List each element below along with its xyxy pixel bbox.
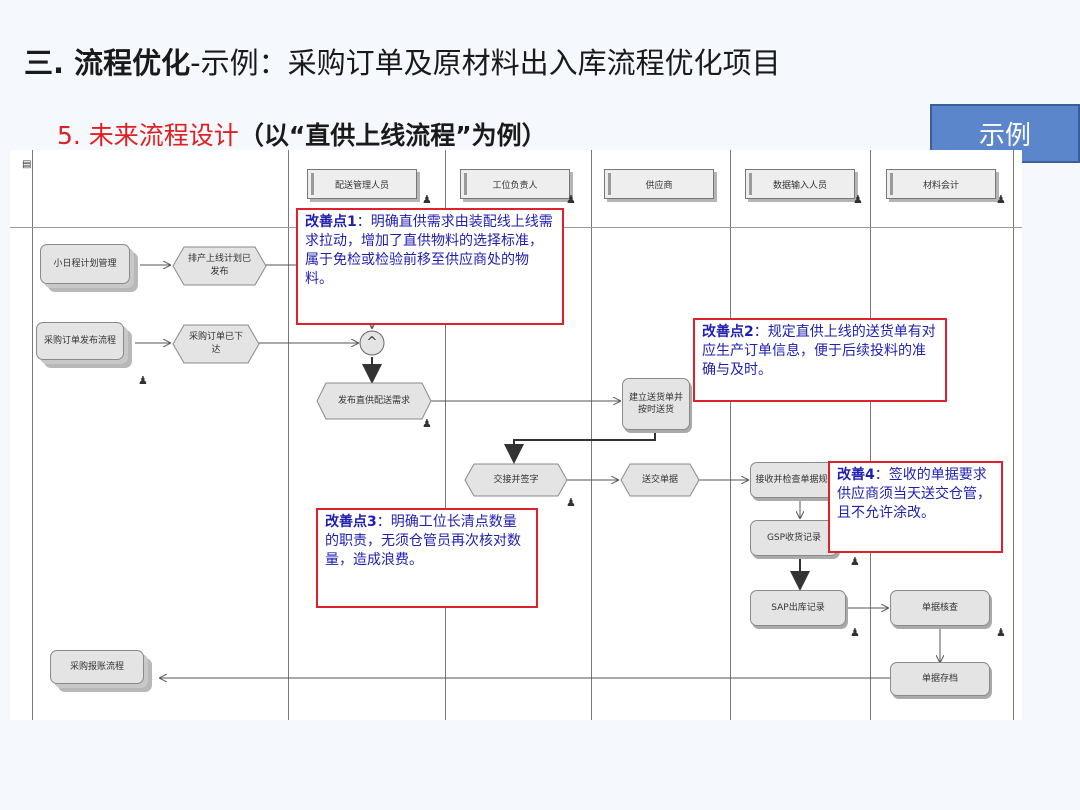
node-small-plan: 小日程计划管理: [40, 244, 130, 284]
subtitle-bold: （以“直供上线流程”为例）: [238, 121, 547, 150]
title-rest: -示例：采购订单及原材料出入库流程优化项目: [190, 46, 781, 80]
note-3-title: 改善点3: [325, 514, 377, 530]
person-icon: ♟: [853, 193, 863, 206]
improvement-note-2: 改善点2：规定直供上线的送货单有对应生产订单信息，便于后续投料的准确与及时。: [693, 318, 947, 402]
note-1-title: 改善点1: [305, 214, 357, 230]
node-plan-published-label: 排产上线计划已发布: [187, 254, 251, 277]
subtitle-red: 5. 未来流程设计: [57, 121, 239, 150]
node-and-gateway: ^: [358, 329, 386, 357]
lane-header-supplier: 供应商: [604, 169, 714, 199]
gateway-symbol: ^: [366, 334, 378, 350]
diagram-corner-icon: ▤: [22, 159, 32, 170]
lane-divider: [730, 150, 731, 720]
node-handover-sign: 交接并签字: [464, 463, 568, 497]
lane-divider: [1013, 150, 1014, 720]
node-create-delivery: 建立送货单并按时送货: [622, 378, 690, 430]
note-4-text: ：签收的单据要求供应商须当天送交仓管，且不允许涂改。: [837, 467, 991, 521]
node-publish-request: 发布直供配送需求: [316, 382, 432, 420]
lane-divider: [32, 150, 33, 720]
node-gsp-record: GSP收货记录: [750, 520, 838, 556]
node-doc-archive: 单据存档: [890, 662, 990, 696]
person-icon: ♟: [566, 193, 576, 206]
node-submit-doc-label: 送交单据: [641, 474, 678, 485]
node-publish-request-label: 发布直供配送需求: [337, 395, 410, 406]
note-2-title: 改善点2: [702, 324, 754, 340]
title-bold: 三. 流程优化: [24, 46, 191, 80]
page-subtitle: 5. 未来流程设计（以“直供上线流程”为例）: [57, 116, 547, 152]
person-icon: ♟: [422, 417, 432, 430]
node-receive-check: 接收并检查单据规性: [750, 462, 842, 498]
improvement-note-4: 改善4：签收的单据要求供应商须当天送交仓管，且不允许涂改。: [828, 461, 1003, 553]
note-4-title: 改善4: [837, 467, 875, 483]
lane-header-delivery: 配送管理人员: [307, 169, 417, 199]
person-icon: ♟: [138, 374, 148, 387]
note-3-text: ：明确工位长清点数量的职责，无须仓管员再次核对数量，造成浪费。: [325, 514, 521, 568]
note-2-text: ：规定直供上线的送货单有对应生产订单信息，便于后续投料的准确与及时。: [702, 324, 936, 378]
lane-divider: [870, 150, 871, 720]
lane-divider: [445, 150, 446, 720]
lane-header-accountant: 材料会计: [886, 169, 996, 199]
improvement-note-1: 改善点1：明确直供需求由装配线上线需求拉动，增加了直供物料的选择标准，属于免检或…: [296, 208, 564, 325]
improvement-note-3: 改善点3：明确工位长清点数量的职责，无须仓管员再次核对数量，造成浪费。: [316, 508, 538, 608]
node-po-process: 采购订单发布流程: [36, 322, 124, 360]
lane-header-station: 工位负责人: [460, 169, 570, 199]
person-icon: ♟: [996, 193, 1006, 206]
person-icon: ♟: [850, 626, 860, 639]
node-handover-sign-label: 交接并签字: [493, 474, 539, 485]
node-doc-verify: 单据核查: [890, 590, 990, 626]
node-sap-record: SAP出库记录: [750, 590, 846, 626]
page-title: 三. 流程优化-示例：采购订单及原材料出入库流程优化项目: [24, 40, 781, 82]
person-icon: ♟: [850, 555, 860, 568]
node-po-issued: 采购订单已下达: [172, 324, 260, 364]
node-po-issued-label: 采购订单已下达: [188, 332, 243, 355]
lane-header-data-entry: 数据输入人员: [745, 169, 855, 199]
node-payment-process: 采购报账流程: [50, 650, 144, 684]
lane-divider: [288, 150, 289, 720]
note-1-text: ：明确直供需求由装配线上线需求拉动，增加了直供物料的选择标准，属于免检或检验前移…: [305, 214, 553, 287]
person-icon: ♟: [422, 193, 432, 206]
lane-divider: [591, 150, 592, 720]
node-plan-published: 排产上线计划已发布: [172, 246, 267, 286]
node-submit-doc: 送交单据: [620, 463, 700, 497]
person-icon: ♟: [996, 626, 1006, 639]
person-icon: ♟: [566, 496, 576, 509]
